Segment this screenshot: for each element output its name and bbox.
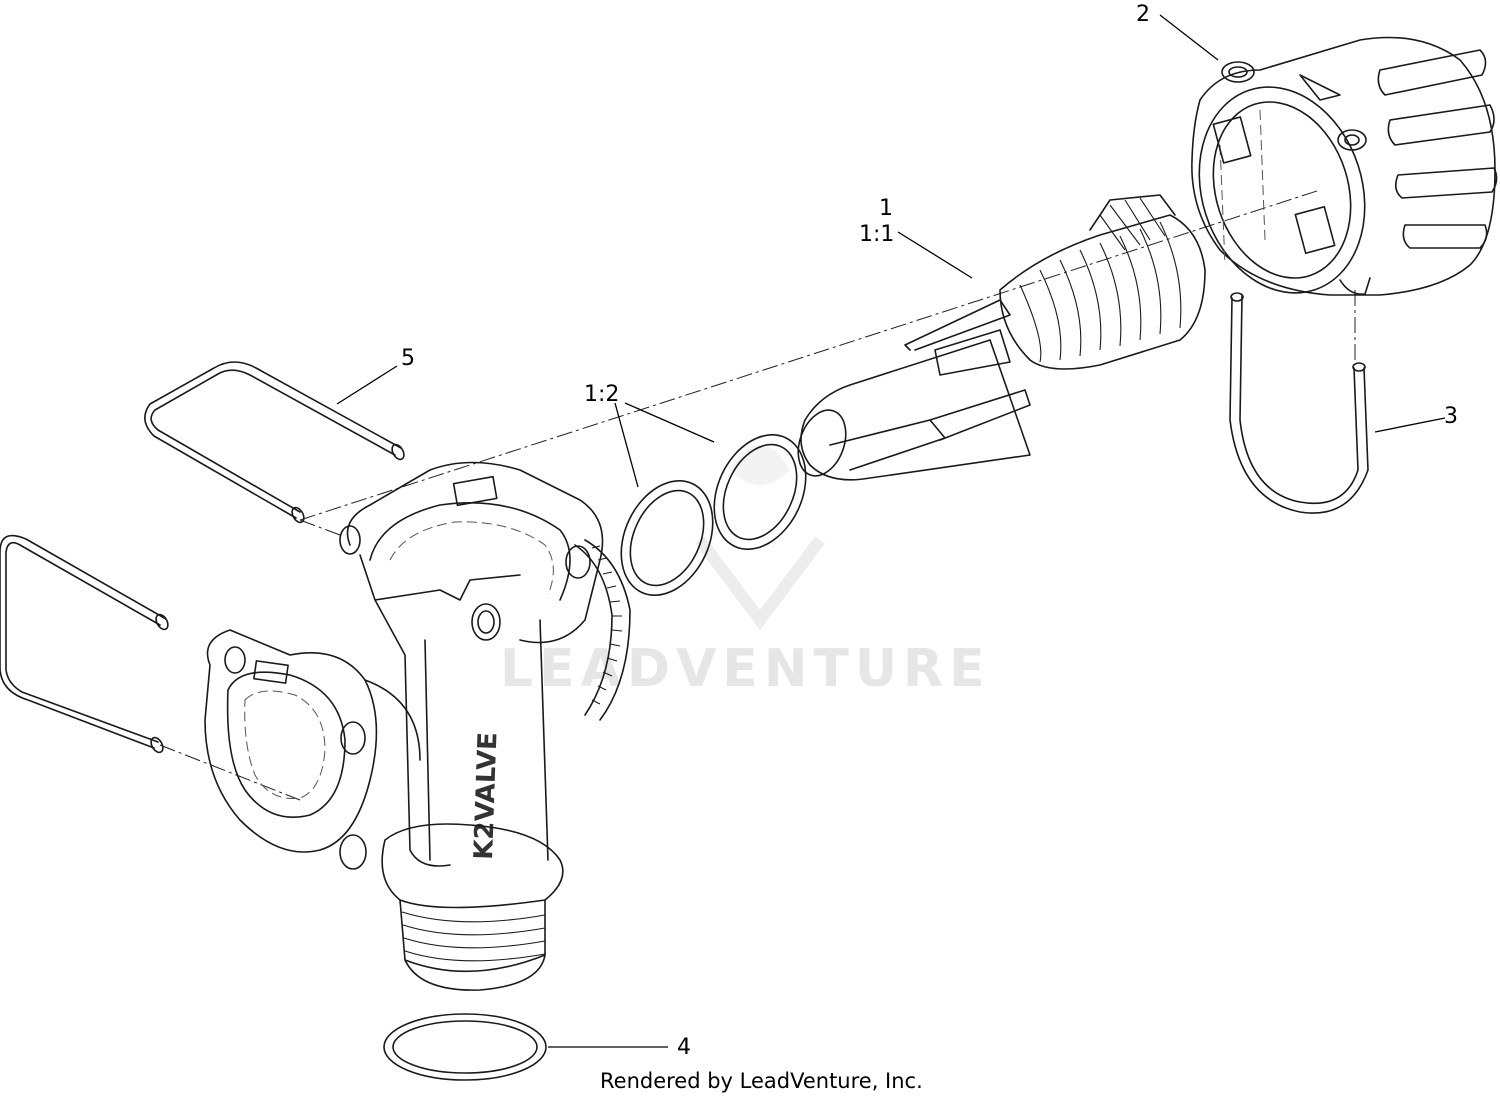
callout-1-1: 1:1 xyxy=(859,222,894,247)
watermark: LEADVENTURE xyxy=(500,445,991,699)
leader-lines xyxy=(336,14,1446,1048)
callout-labels: 2 1 1:1 1:2 3 5 4 xyxy=(401,2,1458,1060)
part-2-handle xyxy=(1191,36,1498,296)
part-3-pin xyxy=(1229,292,1369,514)
callout-3: 3 xyxy=(1444,404,1458,429)
part-4-o-ring xyxy=(383,1013,547,1081)
callout-5: 5 xyxy=(401,346,415,371)
part-1-stem xyxy=(797,194,1206,481)
render-credit-caption: Rendered by LeadVenture, Inc. xyxy=(600,1069,923,1093)
watermark-logo-icon xyxy=(695,445,825,630)
assembly-axis-lines xyxy=(159,189,1356,801)
part-5-clips xyxy=(0,361,405,754)
valve-body: K2VALVE xyxy=(204,461,631,991)
watermark-text: LEADVENTURE xyxy=(500,639,991,699)
body-marking-text: K2VALVE xyxy=(469,732,503,861)
part-1-2-washers xyxy=(620,433,807,597)
callout-2: 2 xyxy=(1136,2,1150,27)
callout-4: 4 xyxy=(677,1035,691,1060)
callout-1-2: 1:2 xyxy=(584,382,619,407)
callout-1: 1 xyxy=(879,196,893,221)
